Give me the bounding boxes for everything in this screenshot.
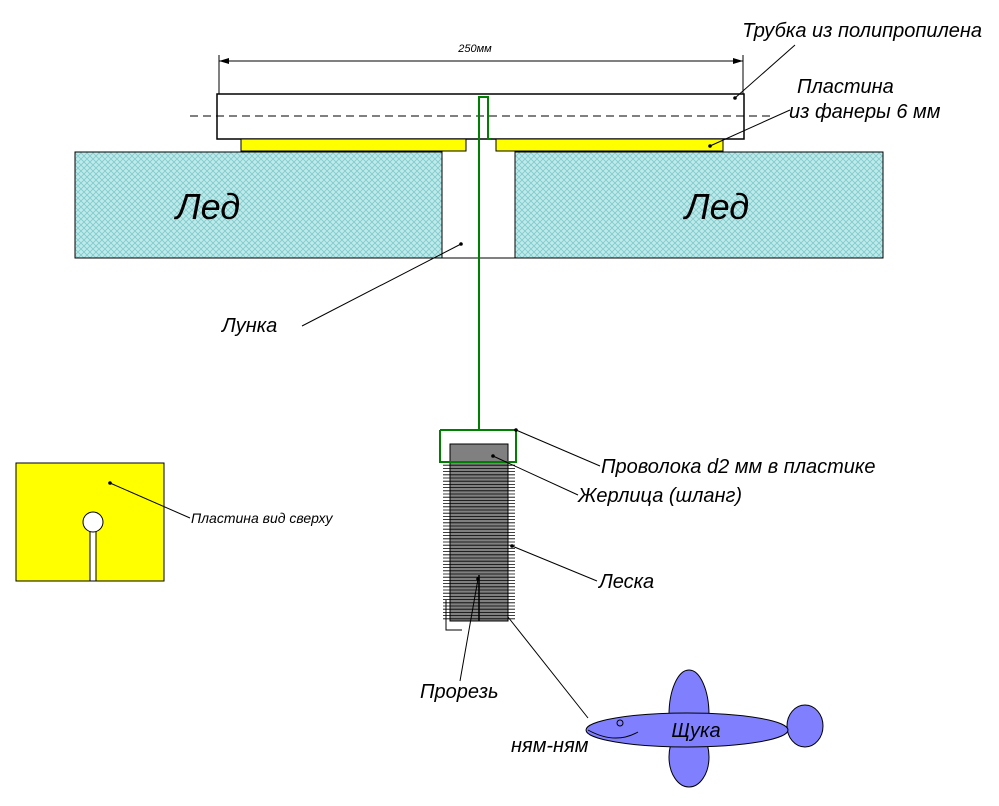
dimension-label: 250мм xyxy=(457,43,492,55)
pike-fish: Щука xyxy=(585,669,824,788)
nom-label: ням-ням xyxy=(511,735,589,757)
fishing-line-windings xyxy=(443,461,515,620)
plate-label-line2: из фанеры 6 мм xyxy=(789,101,941,123)
slot-label: Прорезь xyxy=(420,681,499,703)
wire-label: Проволока d2 мм в пластике xyxy=(601,456,875,478)
plate-label-line1: Пластина xyxy=(797,76,894,98)
tube-label: Трубка из полипропилена xyxy=(742,20,982,42)
ice-label-left: Лед xyxy=(174,186,240,227)
line-label: Леска xyxy=(597,571,654,593)
plywood-plate-right xyxy=(495,138,724,152)
ice-block-right xyxy=(514,151,884,259)
hole-label: Лунка xyxy=(220,315,277,337)
dimension-250: 250мм xyxy=(218,43,744,95)
plate-top-view-label: Пластина вид сверху xyxy=(191,510,333,526)
plate-top-view xyxy=(15,462,165,582)
leader-lines xyxy=(109,44,796,719)
zherlitsa-label: Жерлица (шланг) xyxy=(577,485,742,507)
ice-block-left xyxy=(74,151,443,259)
plywood-plate-left xyxy=(240,138,467,152)
pike-label: Щука xyxy=(671,720,720,742)
zherlitsa-hose xyxy=(443,443,515,631)
pike-mouth xyxy=(587,729,639,739)
leader-dots xyxy=(108,96,737,581)
pike-eye-icon xyxy=(616,719,624,727)
ice-label-right: Лед xyxy=(683,186,749,227)
slot-line-tail xyxy=(445,600,462,631)
wire-in-plastic xyxy=(439,96,517,463)
